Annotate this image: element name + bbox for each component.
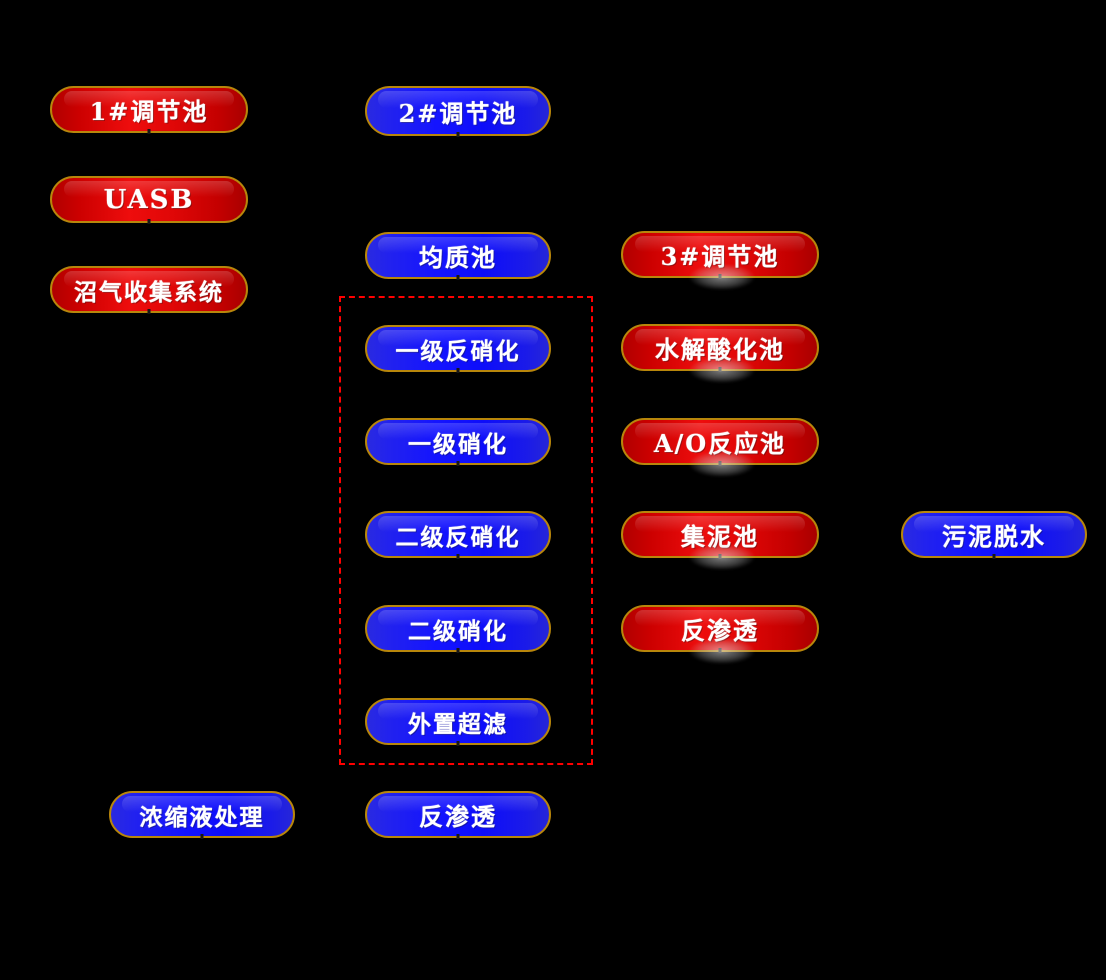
process-node-n7[interactable]: 一级硝化 (365, 418, 551, 466)
process-node-n6[interactable]: 一级反硝化 (365, 325, 551, 373)
process-node-n16[interactable]: 反渗透 (621, 605, 819, 653)
process-node-n15[interactable]: 集泥池 (621, 511, 819, 559)
connector-nub-icon (456, 741, 460, 746)
connector-nub-icon (718, 274, 722, 279)
process-node-label: 外置超滤 (408, 710, 508, 738)
process-node-label: 2#调节池 (398, 98, 518, 128)
process-node-n11[interactable]: 反渗透 (365, 791, 551, 839)
process-node-n8[interactable]: 二级反硝化 (365, 511, 551, 559)
process-node-label: 污泥脱水 (942, 522, 1046, 551)
process-node-n3[interactable]: 沼气收集系统 (50, 266, 248, 314)
connector-nub-icon (147, 219, 151, 224)
process-node-label: A/O反应池 (653, 429, 787, 458)
process-node-label: UASB (103, 184, 195, 215)
process-node-label: 一级反硝化 (395, 337, 521, 365)
process-node-n9[interactable]: 二级硝化 (365, 605, 551, 653)
process-node-n17[interactable]: 污泥脱水 (901, 511, 1087, 559)
process-node-label: 1#调节池 (89, 97, 209, 126)
process-node-label: 集泥池 (681, 522, 759, 551)
process-node-n18[interactable]: 浓缩液处理 (109, 791, 295, 839)
connector-nub-icon (456, 275, 460, 280)
process-node-label: 均质池 (419, 243, 497, 272)
process-node-label: 反渗透 (681, 616, 759, 645)
group-dashed-rectangle (339, 296, 593, 765)
connector-nub-icon (992, 554, 996, 559)
connector-nub-icon (456, 368, 460, 373)
process-node-label: 二级硝化 (408, 617, 508, 645)
process-node-label: 水解酸化池 (655, 335, 785, 364)
connector-nub-icon (147, 309, 151, 314)
connector-nub-icon (147, 129, 151, 134)
connector-nub-icon (200, 834, 204, 839)
process-node-label: 浓缩液处理 (139, 803, 265, 831)
connector-nub-icon (456, 554, 460, 559)
process-node-label: 反渗透 (419, 802, 497, 831)
process-node-n10[interactable]: 外置超滤 (365, 698, 551, 746)
process-node-n14[interactable]: A/O反应池 (621, 418, 819, 466)
connector-nub-icon (718, 554, 722, 559)
process-node-n4[interactable]: 2#调节池 (365, 86, 551, 137)
process-node-label: 3#调节池 (660, 242, 780, 271)
connector-nub-icon (718, 461, 722, 466)
connector-nub-icon (718, 367, 722, 372)
process-node-label: 二级反硝化 (395, 523, 521, 551)
process-node-n5[interactable]: 均质池 (365, 232, 551, 280)
connector-nub-icon (456, 132, 460, 137)
connector-nub-icon (456, 461, 460, 466)
process-node-n13[interactable]: 水解酸化池 (621, 324, 819, 372)
connector-nub-icon (456, 834, 460, 839)
process-node-label: 一级硝化 (408, 430, 508, 458)
process-node-n1[interactable]: 1#调节池 (50, 86, 248, 134)
connector-nub-icon (718, 648, 722, 653)
process-node-label: 沼气收集系统 (74, 278, 224, 306)
connector-nub-icon (456, 648, 460, 653)
process-node-n12[interactable]: 3#调节池 (621, 231, 819, 279)
process-node-n2[interactable]: UASB (50, 176, 248, 224)
